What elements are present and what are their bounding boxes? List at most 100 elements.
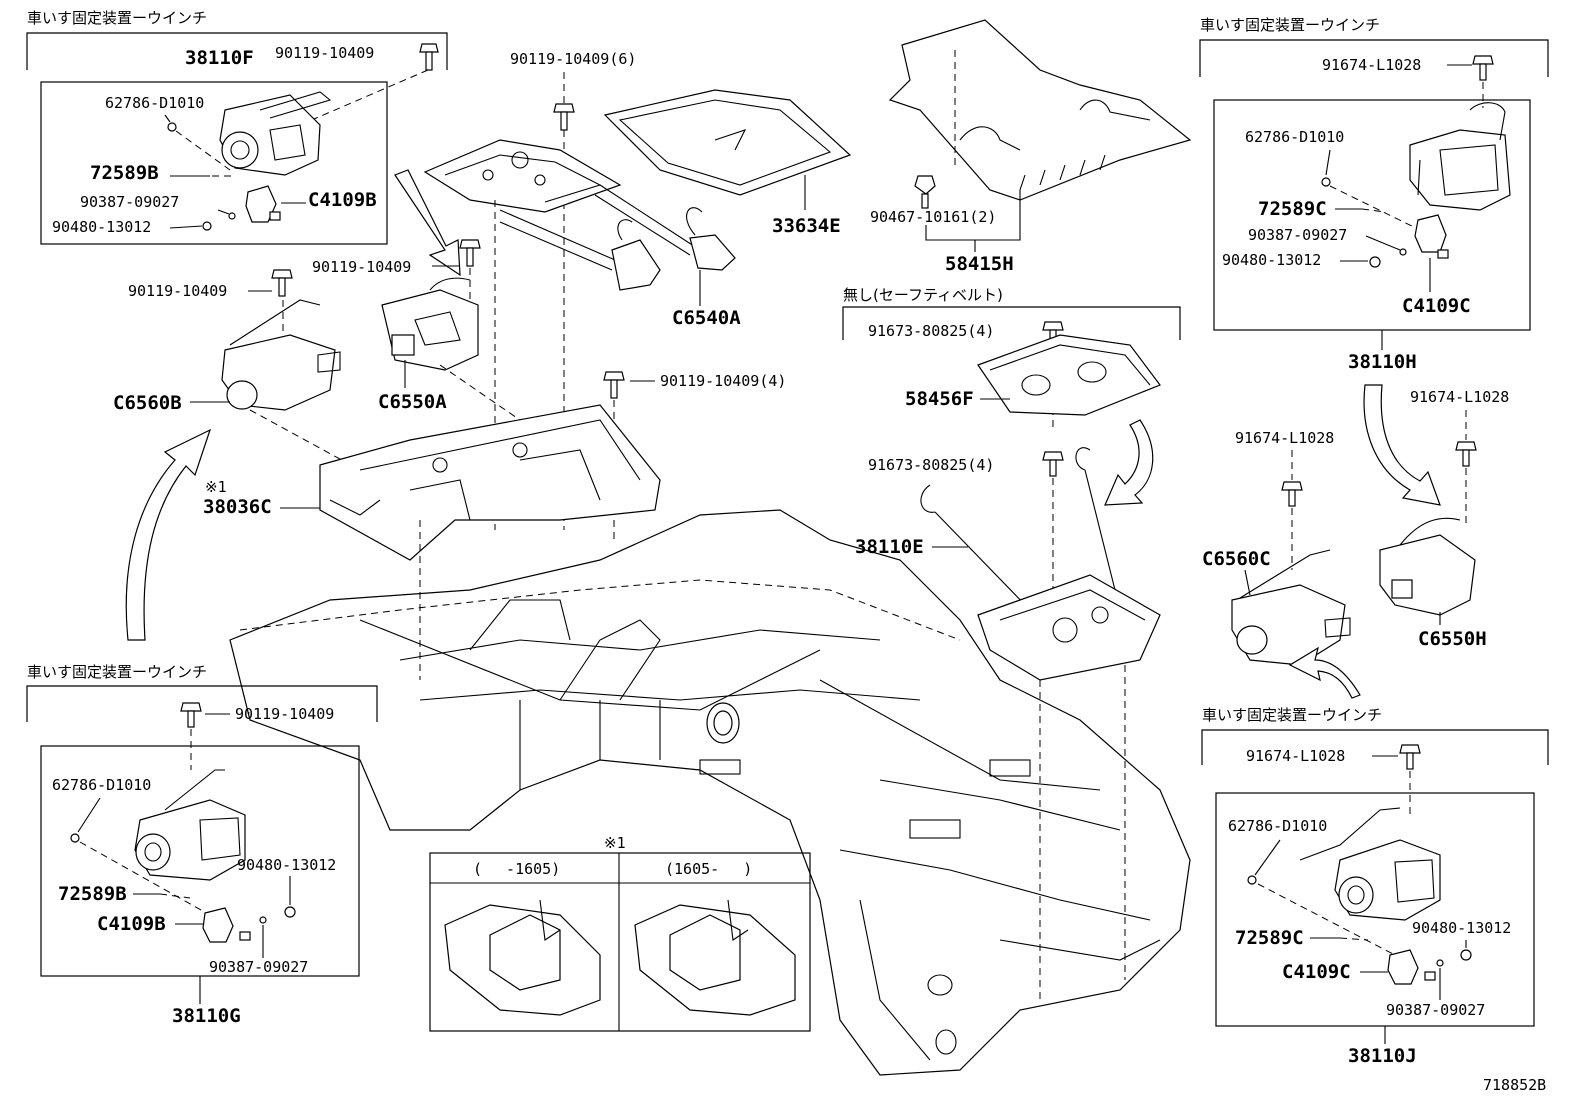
part-90467-10161-2[interactable]: 90467-10161(2): [870, 208, 996, 226]
part-90480-13012[interactable]: 90480-13012: [1412, 919, 1511, 937]
part-91674-L1028[interactable]: 91674-L1028: [1322, 56, 1421, 74]
winch-box: [1213, 99, 1531, 331]
group-top-left: 車いす固定装置ーウインチ 38110F 90119-10409 62786-D1…: [26, 9, 448, 245]
mounting-plate-icon: [423, 139, 622, 213]
direction-arrow-icon: [1288, 646, 1361, 699]
part-38110H[interactable]: 38110H: [1348, 351, 1417, 373]
inset-marker: ※1: [604, 834, 626, 852]
direction-arrow-icon: [394, 169, 461, 277]
part-38110J[interactable]: 38110J: [1348, 1045, 1417, 1067]
inset-range-left: ( -1605): [473, 860, 560, 878]
floor-panel: [229, 509, 1191, 1076]
bolt-icon: [1042, 451, 1064, 477]
floor-cover-icon: [603, 89, 852, 196]
group-header: 車いす固定装置ーウインチ: [1202, 706, 1382, 724]
part-72589B[interactable]: 72589B: [90, 162, 159, 184]
bolt-icon: [1455, 441, 1477, 467]
clip-icon: [914, 175, 936, 209]
direction-arrow-icon: [125, 428, 212, 641]
part-C6560B[interactable]: C6560B: [113, 392, 182, 414]
part-33634E[interactable]: 33634E: [772, 215, 841, 237]
part-62786-D1010[interactable]: 62786-D1010: [1228, 817, 1327, 835]
group-center-right: 90467-10161(2) 58415H 無し(セーフティベルト) 91673…: [842, 19, 1192, 1000]
bolt-icon: [419, 43, 439, 71]
part-91674-L1028-b[interactable]: 91674-L1028: [1235, 429, 1334, 447]
part-91674-L1028-a[interactable]: 91674-L1028: [1410, 388, 1509, 406]
part-62786-D1010[interactable]: 62786-D1010: [1245, 128, 1344, 146]
part-90480-13012[interactable]: 90480-13012: [237, 856, 336, 874]
bolt-icon: [459, 239, 481, 267]
part-72589C[interactable]: 72589C: [1235, 927, 1304, 949]
group-header-seatbelt: 無し(セーフティベルト): [843, 286, 1003, 304]
bolt-icon: [553, 103, 575, 131]
part-90387-09027[interactable]: 90387-09027: [1248, 226, 1347, 244]
bolt-icon: [180, 702, 202, 728]
sensor-icon: [1414, 214, 1449, 259]
clip-icon: [167, 122, 177, 132]
part-91674-L1028[interactable]: 91674-L1028: [1246, 747, 1345, 765]
group-header: 車いす固定装置ーウインチ: [27, 9, 207, 27]
part-90119-10409-4[interactable]: 90119-10409(4): [660, 372, 786, 390]
part-38110E[interactable]: 38110E: [855, 536, 924, 558]
part-C4109B[interactable]: C4109B: [308, 189, 377, 211]
part-72589C[interactable]: 72589C: [1258, 198, 1327, 220]
part-58415H[interactable]: 58415H: [945, 253, 1014, 275]
strap-hook-icon: [499, 184, 736, 291]
inset-range-right: (1605- ): [665, 860, 752, 878]
floor-mat-icon: [888, 19, 1192, 201]
part-90119-10409[interactable]: 90119-10409: [275, 44, 374, 62]
inset-box: [429, 852, 811, 1032]
part-90387-09027[interactable]: 90387-09027: [80, 193, 179, 211]
part-90480-13012[interactable]: 90480-13012: [1222, 251, 1321, 269]
anchor-unit-icon: [1379, 517, 1476, 616]
sensor-icon: [1387, 949, 1436, 985]
part-C6550A[interactable]: C6550A: [378, 391, 447, 413]
anchor-unit-icon: [1231, 549, 1351, 666]
variant-inset: ※1 ( -1605) (1605- ): [429, 834, 811, 1032]
part-C6540A[interactable]: C6540A: [672, 307, 741, 329]
part-91673-80825-4-mid[interactable]: 91673-80825(4): [868, 456, 994, 474]
part-90119-10409[interactable]: 90119-10409: [235, 705, 334, 723]
part-58456F[interactable]: 58456F: [905, 388, 974, 410]
part-90119-10409-mid[interactable]: 90119-10409: [312, 258, 411, 276]
bracket-early-icon: [444, 899, 601, 1016]
part-38110G[interactable]: 38110G: [172, 1005, 241, 1027]
part-62786-D1010[interactable]: 62786-D1010: [52, 776, 151, 794]
part-62786-D1010[interactable]: 62786-D1010: [105, 94, 204, 112]
part-C4109B[interactable]: C4109B: [97, 913, 166, 935]
group-center-top: 90119-10409(6) 33634E: [113, 50, 852, 680]
part-38110F[interactable]: 38110F: [185, 47, 254, 69]
part-90119-10409-6[interactable]: 90119-10409(6): [510, 50, 636, 68]
winch-motor-icon: [219, 91, 332, 176]
bracket-late-icon: [634, 899, 796, 1016]
anchor-unit-icon: [381, 277, 479, 371]
part-90387-09027[interactable]: 90387-09027: [1386, 1001, 1485, 1019]
part-91673-80825-4-top[interactable]: 91673-80825(4): [868, 322, 994, 340]
sensor-icon: [245, 185, 281, 223]
part-C4109C[interactable]: C4109C: [1282, 961, 1351, 983]
bolt-icon: [1399, 744, 1421, 770]
winch-box: [1215, 792, 1535, 1027]
part-C6560C[interactable]: C6560C: [1202, 548, 1271, 570]
winch-motor-icon: [1409, 102, 1511, 211]
bolt-icon: [1472, 55, 1494, 81]
part-90480-13012[interactable]: 90480-13012: [52, 218, 151, 236]
part-C6550H[interactable]: C6550H: [1418, 628, 1487, 650]
bolt-icon: [271, 269, 293, 297]
part-38036C[interactable]: 38036C: [203, 496, 272, 518]
belt-tensioner-icon: [920, 447, 1161, 681]
bracket-plate-icon: [977, 334, 1161, 416]
cross-member-icon: [319, 404, 661, 561]
diagram-id: 718852B: [1483, 1076, 1546, 1094]
part-72589B[interactable]: 72589B: [58, 883, 127, 905]
part-90119-10409-left[interactable]: 90119-10409: [128, 282, 227, 300]
group-header: 車いす固定装置ーウインチ: [27, 663, 207, 681]
group-top-right: 車いす固定装置ーウインチ 91674-L1028 62786-D1010 725…: [1199, 16, 1549, 373]
part-90387-09027[interactable]: 90387-09027: [209, 958, 308, 976]
part-C4109C[interactable]: C4109C: [1402, 295, 1471, 317]
winch-motor-icon: [134, 769, 246, 881]
anchor-unit-icon: [221, 299, 341, 411]
note-marker: ※1: [205, 478, 227, 496]
